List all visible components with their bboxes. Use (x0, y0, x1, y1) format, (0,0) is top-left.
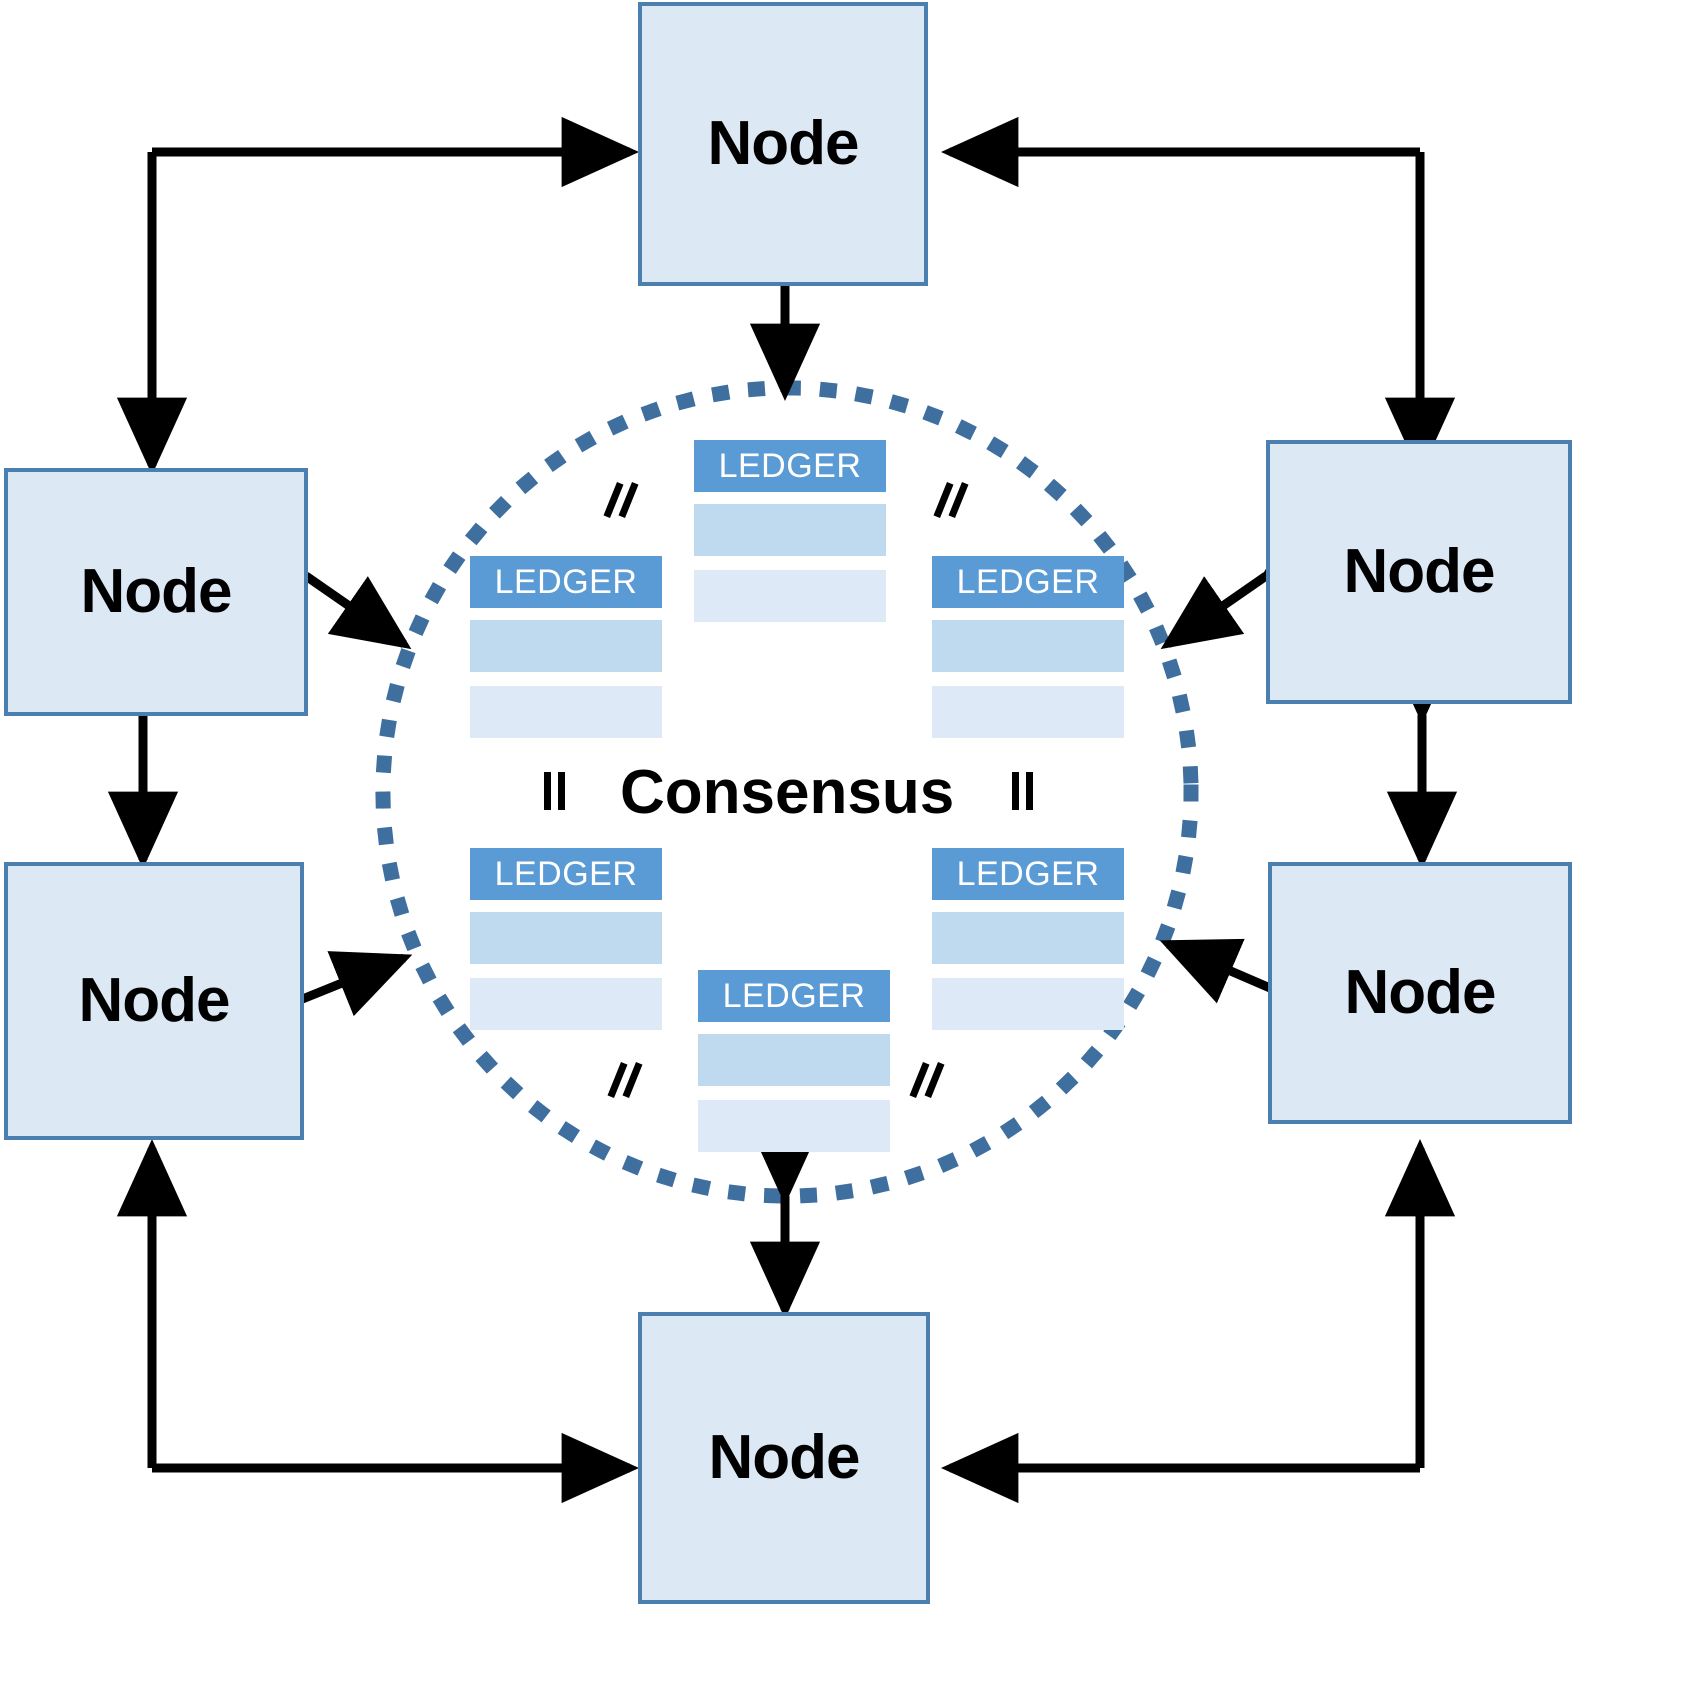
ledger-upper-right-row-2 (932, 686, 1124, 738)
ledger-upper-left-row-1 (470, 620, 662, 672)
equality-mark-bottom-right (908, 1060, 948, 1100)
connector-rightlower-to-circle (1159, 938, 1347, 1048)
ledger-lower-right-row-2 (932, 978, 1124, 1030)
node-right-lower-label: Node (1344, 958, 1497, 1027)
ledger-top-row-2 (694, 570, 886, 622)
node-right-lower[interactable]: Node (1268, 862, 1572, 1124)
ledger-upper-left[interactable]: LEDGER (470, 556, 662, 738)
node-left-lower[interactable]: Node (4, 862, 304, 1140)
equality-mark-mid-left (538, 772, 578, 812)
ledger-bottom-header: LEDGER (698, 970, 890, 1022)
node-left-upper[interactable]: Node (4, 468, 308, 716)
ledger-lower-left-header: LEDGER (470, 848, 662, 900)
ledger-lower-right[interactable]: LEDGER (932, 848, 1124, 1030)
ledger-lower-right-header: LEDGER (932, 848, 1124, 900)
node-top-label: Node (707, 109, 860, 178)
ledger-upper-right-header: LEDGER (932, 556, 1124, 608)
ledger-upper-left-row-2 (470, 686, 662, 738)
ledger-lower-right-row-1 (932, 912, 1124, 964)
node-bottom[interactable]: Node (638, 1312, 930, 1604)
ledger-top-header: LEDGER (694, 440, 886, 492)
equality-mark-top-right (932, 480, 972, 520)
ledger-bottom-row-1 (698, 1034, 890, 1086)
ledger-bottom[interactable]: LEDGER (698, 970, 890, 1152)
ledger-top[interactable]: LEDGER (694, 440, 886, 622)
ledger-bottom-row-2 (698, 1100, 890, 1152)
node-right-upper[interactable]: Node (1266, 440, 1572, 704)
connector-leftupper-to-circle (229, 508, 412, 650)
ledger-upper-right[interactable]: LEDGER (932, 556, 1124, 738)
ledger-lower-left-row-1 (470, 912, 662, 964)
node-left-upper-label: Node (80, 557, 233, 626)
node-bottom-label: Node (708, 1423, 861, 1492)
connector-leftlower-to-circle (223, 951, 413, 1059)
ledger-top-row-1 (694, 504, 886, 556)
equality-mark-mid-right (1006, 772, 1046, 812)
equality-mark-bottom-left (606, 1060, 646, 1100)
ledger-lower-left-row-2 (470, 978, 662, 1030)
node-right-upper-label: Node (1343, 537, 1496, 606)
ledger-upper-right-row-1 (932, 620, 1124, 672)
ledger-upper-left-header: LEDGER (470, 556, 662, 608)
consensus-label: Consensus (620, 758, 955, 827)
ledger-lower-left[interactable]: LEDGER (470, 848, 662, 1030)
node-top[interactable]: Node (638, 2, 928, 286)
equality-mark-top-left (602, 480, 642, 520)
connector-rightupper-to-circle (1160, 508, 1343, 650)
node-left-lower-label: Node (78, 966, 231, 1035)
